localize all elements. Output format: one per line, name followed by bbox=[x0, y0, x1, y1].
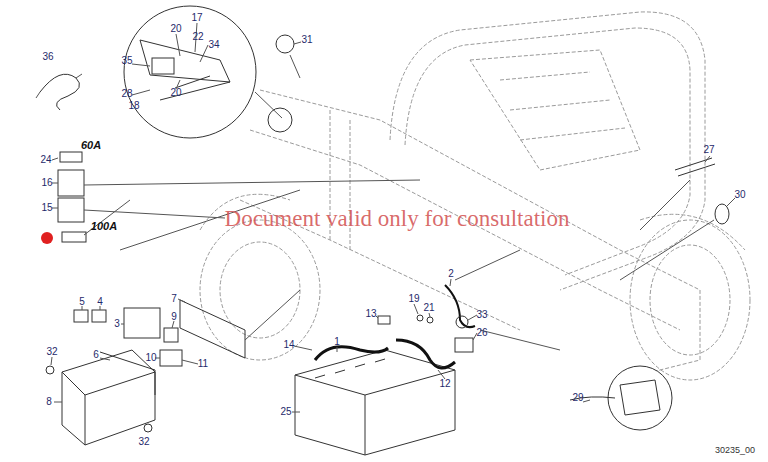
callout-number: 11 bbox=[198, 359, 208, 369]
callout-number: 34 bbox=[208, 40, 219, 50]
callout-number: 12 bbox=[439, 379, 450, 389]
callout-number: 32 bbox=[138, 437, 149, 447]
callout-number: 22 bbox=[192, 32, 203, 42]
callout-number: 15 bbox=[41, 203, 52, 213]
callout-number: 8 bbox=[46, 397, 52, 407]
callout-number: 10 bbox=[145, 353, 156, 363]
callout-number: 20 bbox=[170, 88, 181, 98]
callout-number: 17 bbox=[191, 13, 202, 23]
callout-number: 33 bbox=[476, 310, 487, 320]
callout-number: 5 bbox=[79, 297, 85, 307]
callout-number: 9 bbox=[171, 312, 177, 322]
callout-number: 1 bbox=[334, 337, 340, 347]
callout-number: 31 bbox=[301, 35, 312, 45]
leader-lines bbox=[36, 6, 735, 455]
callout-number: 36 bbox=[42, 52, 53, 62]
callout-number: 24 bbox=[40, 155, 51, 165]
callout-number: 25 bbox=[280, 407, 291, 417]
callout-number: 13 bbox=[365, 309, 376, 319]
callout-number: 4 bbox=[97, 297, 103, 307]
callout-number: 7 bbox=[171, 294, 177, 304]
callout-number: 18 bbox=[128, 101, 139, 111]
watermark: Document valid only for consultation bbox=[225, 207, 570, 230]
callout-number: 2 bbox=[448, 269, 454, 279]
fuse-rating: 60A bbox=[81, 140, 101, 151]
fuse-rating: 100A bbox=[91, 221, 117, 232]
drawing-code: 30235_00 bbox=[715, 446, 755, 455]
callout-number: 16 bbox=[41, 178, 52, 188]
callout-number: 20 bbox=[170, 24, 181, 34]
callout-number: 32 bbox=[46, 347, 57, 357]
callout-number: 29 bbox=[572, 393, 583, 403]
callout-number: 35 bbox=[121, 56, 132, 66]
callout-number: 27 bbox=[703, 145, 714, 155]
callout-number: 28 bbox=[121, 89, 132, 99]
callout-number: 30 bbox=[734, 190, 745, 200]
callout-number: 14 bbox=[283, 340, 294, 350]
highlight-dot bbox=[41, 232, 53, 244]
callout-number: 21 bbox=[423, 303, 434, 313]
callout-number: 3 bbox=[114, 319, 120, 329]
callout-number: 19 bbox=[408, 294, 419, 304]
callout-number: 26 bbox=[476, 328, 487, 338]
callout-number: 6 bbox=[93, 350, 99, 360]
